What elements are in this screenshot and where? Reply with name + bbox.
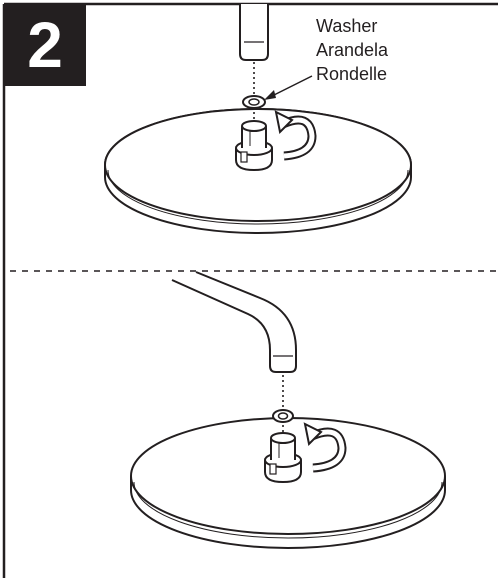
bottom-assembly: [130, 271, 446, 549]
washer: [272, 409, 294, 423]
rotate-clockwise-arrow-icon: [303, 422, 347, 473]
washer-label-en: Washer: [316, 16, 378, 36]
washer: [242, 95, 266, 109]
shower-arm-straight: [239, 4, 269, 61]
washer-label-es: Arandela: [316, 40, 389, 60]
top-assembly: [104, 4, 412, 234]
ball-joint-nut: [264, 432, 302, 484]
washer-label-group: Washer Arandela Rondelle: [316, 14, 388, 86]
shower-arm-curved: [171, 271, 297, 373]
ball-joint-nut: [235, 120, 273, 172]
rotate-clockwise-arrow-icon: [274, 110, 317, 161]
washer-leader-line: [264, 75, 313, 100]
step-number-badge: 2: [4, 4, 86, 86]
washer-label-fr: Rondelle: [316, 64, 388, 84]
